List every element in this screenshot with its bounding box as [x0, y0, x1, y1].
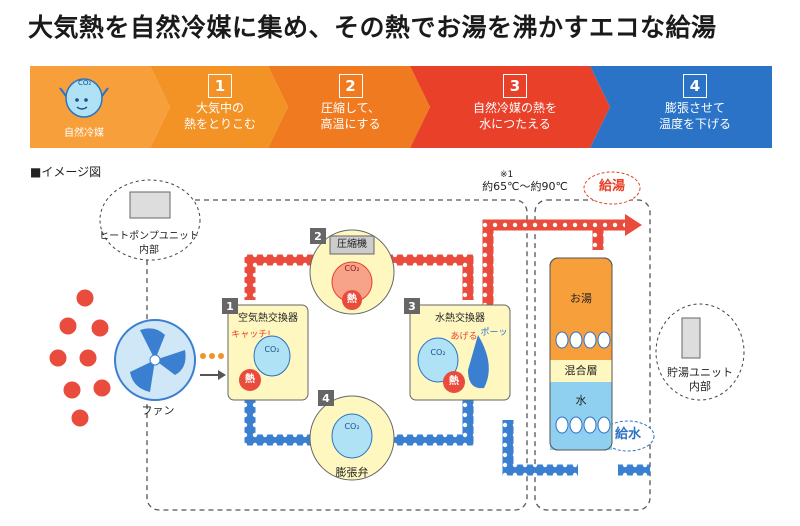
tank-mixed-label: 混合層	[564, 364, 598, 377]
water-heat-exchanger-label: 水熱交換器	[435, 313, 485, 324]
give-label: あげる	[450, 332, 478, 342]
water-heat-exchanger-number: 3	[408, 300, 416, 313]
compressor-label-plate	[329, 235, 375, 255]
co2-label-compressor: CO₂	[344, 264, 360, 273]
step-4-number: 4	[683, 74, 707, 98]
co2-label-air-hx: CO₂	[264, 345, 280, 354]
step-2-line2: 高温にする	[320, 117, 381, 131]
step-band: CO₂ 自然冷媒 1 大気中の 熱をとりこむ 2 圧縮して、 高温にする 3 自…	[30, 66, 772, 148]
air-heat-exchanger-label: 空気熱交換器	[238, 313, 298, 324]
step-3-line2: 水につたえる	[479, 117, 551, 131]
temp-note-mark: ※1	[500, 170, 514, 180]
step-4: 4 膨張させて 温度を下げる	[620, 74, 770, 132]
co2-caption: 自然冷媒	[64, 128, 104, 139]
co2-label-water-hx: CO₂	[430, 348, 446, 357]
co2-mascot-icon	[253, 261, 489, 459]
tank-water-label: 水	[575, 394, 587, 407]
storage-unit-bubble	[655, 303, 745, 401]
step-4-line2: 温度を下げる	[658, 117, 731, 131]
sound-label: ポーッ	[480, 328, 508, 338]
step-2-number: 2	[338, 74, 363, 98]
compressor-number: 2	[314, 230, 322, 243]
water-supply-label: 給水	[614, 427, 641, 442]
hot-supply-label: 給湯	[598, 179, 625, 194]
expansion-valve-number: 4	[322, 392, 330, 405]
step-1-line1: 大気中の	[195, 101, 244, 115]
step-3-number: 3	[503, 74, 527, 98]
fan-label: ファン	[141, 404, 175, 417]
heat-pump-unit-label: ヒートポンプユニット 内部	[99, 231, 199, 256]
step-3-line1: 自然冷媒の熱を	[472, 101, 557, 115]
compressor-label: 圧縮機	[337, 239, 367, 250]
hot-water-tank	[549, 257, 613, 451]
catch-label: キャッチ!	[231, 330, 271, 340]
co2-mascot-icon	[59, 78, 109, 118]
step-2-line1: 圧縮して、	[320, 101, 381, 115]
heat-glyph-compressor: 熱	[347, 294, 357, 305]
step-1-line2: 熱をとりこむ	[183, 117, 256, 131]
co2-label-valve: CO₂	[344, 422, 360, 431]
air-heat-exchanger-number: 1	[226, 300, 234, 313]
component-step-numbers	[222, 228, 420, 406]
heat-particles	[48, 288, 112, 428]
heat-glyph-icon	[239, 290, 465, 393]
temp-note-text: 約65℃～約90℃	[482, 180, 568, 193]
heat-pump-unit-bubble	[99, 179, 201, 261]
hot-supply-bubble	[583, 171, 641, 205]
storage-unit-boundary	[534, 199, 651, 511]
water-loop	[482, 214, 650, 476]
tank-hot-label: お湯	[570, 292, 592, 305]
storage-unit-label: 貯湯ユニット 内部	[667, 366, 733, 393]
step-2: 2 圧縮して、 高温にする	[288, 74, 413, 132]
fan-icon	[114, 319, 196, 401]
step-band-arrows	[30, 66, 772, 148]
step-1: 1 大気中の 熱をとりこむ	[165, 74, 275, 132]
heat-glyph-water-hx: 熱	[449, 376, 459, 387]
step-1-number: 1	[208, 74, 232, 98]
step-3: 3 自然冷媒の熱を 水につたえる	[435, 74, 595, 132]
image-diagram-label: ■イメージ図	[30, 165, 102, 179]
water-drop-icon	[555, 331, 611, 434]
co2-badge: CO₂	[78, 79, 92, 87]
airflow-dots	[200, 353, 224, 359]
step-4-line1: 膨張させて	[664, 101, 725, 115]
page-title: 大気熱を自然冷媒に集め、その熱でお湯を沸かすエコな給湯	[28, 13, 717, 42]
heat-glyph-air-hx: 熱	[245, 374, 255, 385]
expansion-valve-label: 膨張弁	[335, 466, 369, 479]
